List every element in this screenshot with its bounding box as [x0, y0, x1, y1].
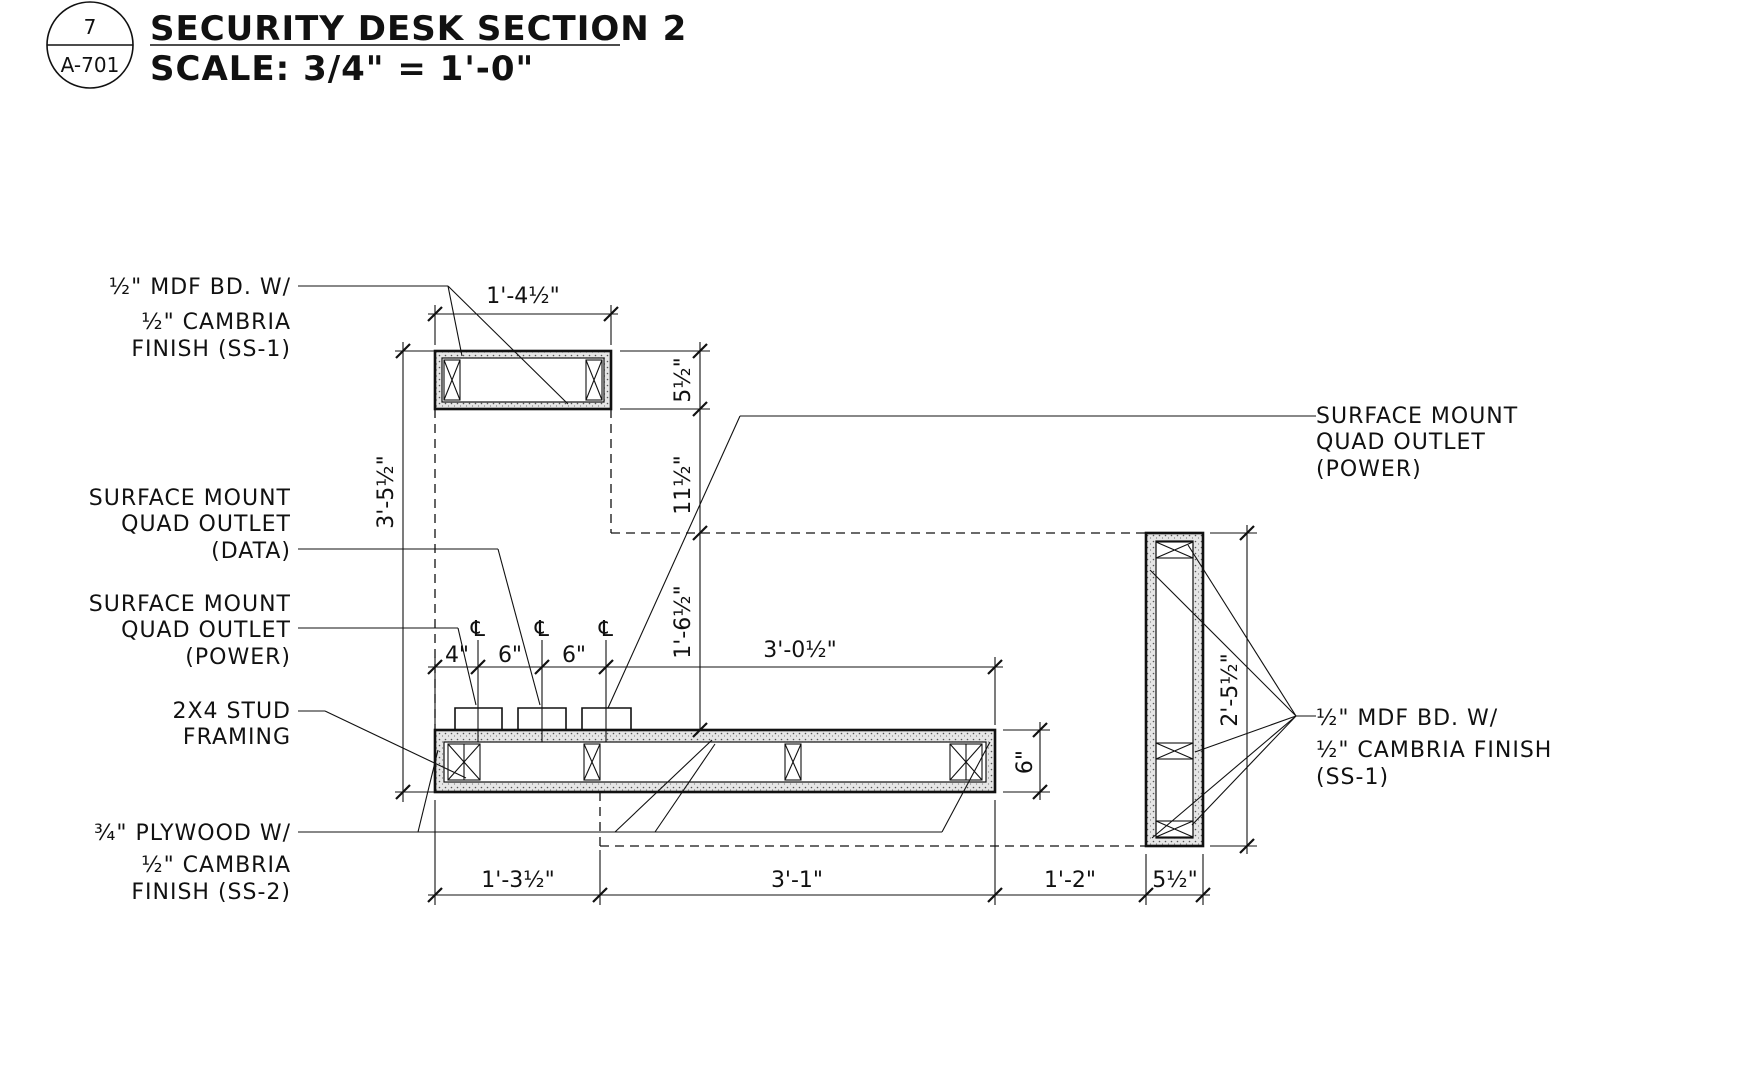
counter-stud-3: [784, 743, 802, 781]
callout-data-outlet: SURFACE MOUNT QUAD OUTLET (DATA): [89, 486, 291, 564]
callout-power-left: SURFACE MOUNT QUAD OUTLET (POWER): [89, 592, 291, 670]
top-shelf-section: [433, 349, 613, 411]
top-shelf-stud-right: [585, 359, 603, 401]
callout-mdf-right-line3: (SS-1): [1316, 765, 1389, 790]
dim-top-width: 1'-4½": [486, 284, 559, 309]
callout-data-line2: QUAD OUTLET: [121, 512, 291, 537]
centerline-mark-1: ℄: [470, 617, 486, 642]
callout-mdf-right-line2: ½" CAMBRIA FINISH: [1316, 738, 1552, 763]
counter-section: [433, 704, 997, 794]
dim-bottom-1: 1'-3½": [481, 868, 554, 893]
drawing-title: SECURITY DESK SECTION 2: [150, 9, 687, 49]
callout-stud-framing: 2X4 STUD FRAMING: [172, 699, 291, 750]
callout-power-right: SURFACE MOUNT QUAD OUTLET (POWER): [1316, 404, 1518, 482]
title-block: 7 A-701 SECURITY DESK SECTION 2 SCALE: 3…: [46, 1, 687, 89]
dim-counter-length: 3'-0½": [763, 638, 836, 663]
callout-plywood-line2: ½" CAMBRIA: [141, 853, 291, 878]
sheet-number: A-701: [61, 53, 120, 77]
dim-bottom-4: 5½": [1152, 868, 1197, 893]
callout-power-left-line3: (POWER): [185, 645, 291, 670]
side-panel-section: [1144, 531, 1205, 848]
dim-counter-depth: 6": [1013, 750, 1038, 774]
hidden-lines: [434, 409, 1146, 847]
drawing-scale: SCALE: 3/4" = 1'-0": [150, 49, 534, 89]
dim-offset-4: 4": [445, 643, 469, 668]
dim-spacing-6b: 6": [562, 643, 586, 668]
callout-power-right-line2: QUAD OUTLET: [1316, 430, 1486, 455]
dim-gap-vertical: 11½": [671, 455, 696, 514]
centerline-mark-2: ℄: [534, 617, 550, 642]
detail-number: 7: [84, 15, 97, 39]
callout-mdf-top-line2: ½" CAMBRIA: [141, 310, 291, 335]
dim-spacing-6a: 6": [498, 643, 522, 668]
callout-plywood: ¾" PLYWOOD W/ ½" CAMBRIA FINISH (SS-2): [94, 821, 291, 905]
callout-mdf-top-line3: FINISH (SS-1): [131, 337, 291, 362]
callout-mdf-top: ½" MDF BD. W/ ½" CAMBRIA FINISH (SS-1): [109, 275, 291, 362]
top-shelf-stud-left: [443, 359, 461, 401]
callout-power-right-line1: SURFACE MOUNT: [1316, 404, 1518, 429]
callout-mdf-top-line1: ½" MDF BD. W/: [109, 275, 291, 300]
dim-right-height: 2'-5½": [1218, 653, 1243, 726]
dim-desk-to-top: 1'-6½": [671, 585, 696, 658]
callout-stud-line1: 2X4 STUD: [172, 699, 291, 724]
dimension-lines: [395, 305, 1257, 905]
dimension-labels: 1'-4½" 5½" 11½" 3'-5½" 1'-6½" 4" 6" 6" 3…: [374, 284, 1243, 893]
callout-stud-line2: FRAMING: [183, 725, 291, 750]
callout-data-line3: (DATA): [211, 539, 291, 564]
callout-plywood-line1: ¾" PLYWOOD W/: [94, 821, 291, 846]
dim-bottom-2: 3'-1": [771, 868, 823, 893]
dim-overall-height: 3'-5½": [374, 455, 399, 528]
callout-data-line1: SURFACE MOUNT: [89, 486, 291, 511]
callout-power-right-line3: (POWER): [1316, 457, 1422, 482]
callout-power-left-line1: SURFACE MOUNT: [89, 592, 291, 617]
dim-bottom-3: 1'-2": [1044, 868, 1096, 893]
counter-stud-2: [583, 743, 601, 781]
callout-power-left-line2: QUAD OUTLET: [121, 618, 291, 643]
callout-mdf-right-line1: ½" MDF BD. W/: [1316, 706, 1498, 731]
callout-plywood-line3: FINISH (SS-2): [131, 880, 291, 905]
leader-lines: [298, 285, 1316, 839]
centerline-mark-3: ℄: [598, 617, 614, 642]
callout-mdf-right: ½" MDF BD. W/ ½" CAMBRIA FINISH (SS-1): [1316, 706, 1552, 790]
dim-top-depth: 5½": [671, 357, 696, 402]
